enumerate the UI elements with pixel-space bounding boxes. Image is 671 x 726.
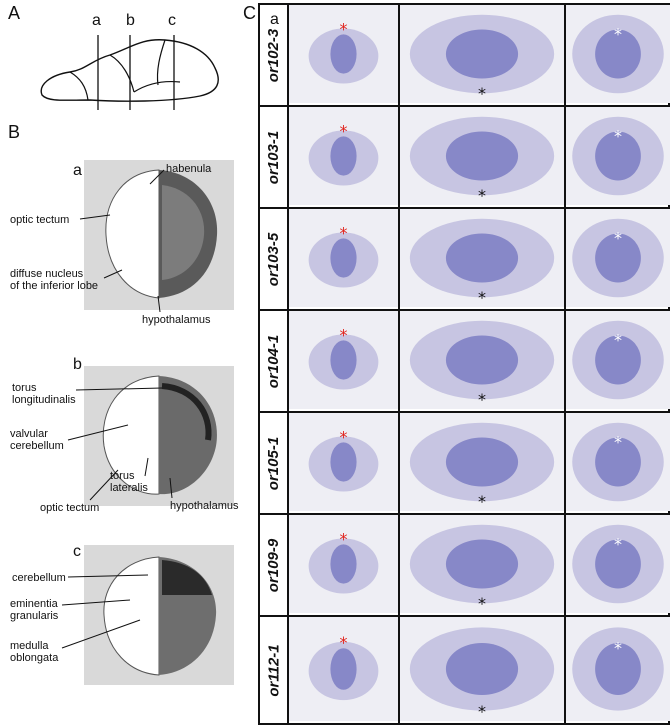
asterisk-marker: * bbox=[614, 638, 622, 657]
section-image-or103-1-c: * bbox=[566, 107, 670, 205]
label-longitudinalis: longitudinalis bbox=[12, 394, 76, 406]
asterisk-marker: * bbox=[614, 534, 622, 553]
label-cerebellum-b: cerebellum bbox=[10, 440, 64, 452]
section-image-or103-1-a: * bbox=[289, 107, 398, 205]
cut-a-label: a bbox=[92, 12, 101, 29]
atlas-section-a-drawing bbox=[105, 169, 218, 299]
panel-a-label: A bbox=[8, 3, 21, 23]
section-image-or109-9-b: * bbox=[400, 515, 564, 613]
section-image-or104-1-a: * bbox=[289, 311, 398, 409]
label-valvular: valvular bbox=[10, 428, 48, 440]
section-image-or103-5-b: * bbox=[400, 209, 564, 307]
asterisk-marker: * bbox=[340, 325, 348, 344]
label-torus-lateralis-1: torus bbox=[110, 470, 135, 482]
asterisk-marker: * bbox=[340, 121, 348, 140]
asterisk-marker: * bbox=[478, 390, 486, 409]
cut-b-label: b bbox=[126, 12, 135, 29]
label-habenula: habenula bbox=[166, 163, 212, 175]
section-image-or102-3-c: * bbox=[566, 5, 670, 103]
row-label-or104-1: or104-1 bbox=[265, 334, 283, 388]
section-image-or105-1-c: * bbox=[566, 413, 670, 511]
label-torus-lateralis-2: lateralis bbox=[110, 482, 148, 494]
grid-hline bbox=[260, 207, 668, 209]
label-diffuse-nucleus: diffuse nucleus bbox=[10, 268, 84, 280]
section-image-or112-1-a: * bbox=[289, 617, 398, 721]
label-medulla: medulla bbox=[10, 640, 49, 652]
label-optic-tectum-b: optic tectum bbox=[40, 502, 100, 514]
row-label-or109-9: or109-9 bbox=[265, 538, 283, 592]
atlas-a-letter: a bbox=[73, 162, 82, 179]
section-image-or102-3-b: * bbox=[400, 5, 564, 103]
section-image-or109-9-c: * bbox=[566, 515, 670, 613]
label-optic-tectum-a: optic tectum bbox=[10, 214, 70, 226]
section-image-or104-1-c: * bbox=[566, 311, 670, 409]
section-image-or103-5-a: * bbox=[289, 209, 398, 307]
asterisk-marker: * bbox=[478, 186, 486, 205]
asterisk-marker: * bbox=[614, 330, 622, 349]
section-image-or112-1-c: * bbox=[566, 617, 670, 721]
row-label-or102-3: or102-3 bbox=[265, 28, 283, 82]
grid-hline bbox=[260, 105, 668, 107]
asterisk-marker: * bbox=[340, 633, 348, 652]
asterisk-marker: * bbox=[478, 594, 486, 613]
atlas-section-b-drawing bbox=[102, 375, 217, 495]
grid-vline bbox=[564, 5, 566, 723]
atlas-c-letter: c bbox=[73, 543, 81, 560]
asterisk-marker: * bbox=[614, 126, 622, 145]
label-hypothalamus-a: hypothalamus bbox=[142, 314, 211, 326]
row-label-or103-5: or103-5 bbox=[265, 232, 283, 286]
label-inferior-lobe: of the inferior lobe bbox=[10, 280, 99, 292]
label-oblongata: oblongata bbox=[10, 652, 59, 664]
atlas-section-c-drawing bbox=[103, 556, 217, 676]
grid-hline bbox=[260, 411, 668, 413]
brain-sagittal-outline bbox=[40, 35, 219, 110]
label-eminentia: eminentia bbox=[10, 598, 58, 610]
row-label-or112-1: or112-1 bbox=[265, 643, 283, 697]
panel-c-label: C bbox=[243, 3, 256, 23]
section-image-or103-5-c: * bbox=[566, 209, 670, 307]
grid-hline bbox=[260, 309, 668, 311]
label-granularis: granularis bbox=[10, 610, 59, 622]
row-label-or103-1: or103-1 bbox=[265, 130, 283, 184]
label-hypothalamus-b: hypothalamus bbox=[170, 500, 239, 512]
cut-c-label: c bbox=[168, 12, 176, 29]
label-cerebellum-c: cerebellum bbox=[12, 572, 66, 584]
asterisk-marker: * bbox=[478, 84, 486, 103]
asterisk-marker: * bbox=[340, 529, 348, 548]
section-image-or109-9-a: * bbox=[289, 515, 398, 613]
asterisk-marker: * bbox=[478, 492, 486, 511]
section-image-or105-1-b: * bbox=[400, 413, 564, 511]
row-label-or105-1: or105-1 bbox=[265, 436, 283, 490]
asterisk-marker: * bbox=[340, 223, 348, 242]
asterisk-marker: * bbox=[614, 24, 622, 43]
col-header-a: a bbox=[270, 11, 279, 28]
section-image-or112-1-b: * bbox=[400, 617, 564, 721]
asterisk-marker: * bbox=[478, 288, 486, 307]
grid-vline bbox=[287, 5, 289, 723]
asterisk-marker: * bbox=[478, 702, 486, 721]
section-image-or104-1-b: * bbox=[400, 311, 564, 409]
section-image-or103-1-b: * bbox=[400, 107, 564, 205]
section-image-or102-3-a: * bbox=[289, 5, 398, 103]
asterisk-marker: * bbox=[614, 228, 622, 247]
label-torus: torus bbox=[12, 382, 37, 394]
asterisk-marker: * bbox=[340, 427, 348, 446]
panel-b-label: B bbox=[8, 122, 21, 142]
asterisk-marker: * bbox=[614, 432, 622, 451]
asterisk-marker: * bbox=[340, 19, 348, 38]
grid-hline bbox=[260, 615, 668, 617]
section-image-or105-1-a: * bbox=[289, 413, 398, 511]
atlas-leader-lines bbox=[61, 169, 173, 649]
atlas-b-letter: b bbox=[73, 356, 82, 373]
grid-hline bbox=[260, 513, 668, 515]
grid-vline bbox=[398, 5, 400, 723]
